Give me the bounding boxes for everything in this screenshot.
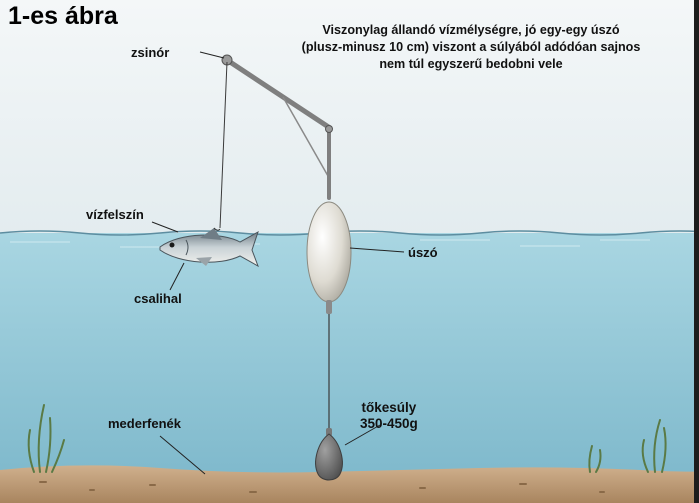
label-line: zsinór bbox=[131, 46, 169, 61]
description-line: nem túl egyszerű bedobni vele bbox=[248, 56, 694, 73]
label-sinker: tőkesúly 350-450g bbox=[360, 400, 418, 431]
label-sinker-weight: 350-450g bbox=[360, 416, 418, 432]
label-sinker-name: tőkesúly bbox=[360, 400, 418, 416]
label-bait-fish: csalihal bbox=[134, 292, 182, 307]
figure-title: 1-es ábra bbox=[8, 2, 118, 31]
figure-description: Viszonylag állandó vízmélységre, jó egy-… bbox=[248, 22, 694, 73]
float bbox=[307, 202, 351, 302]
label-riverbed: mederfenék bbox=[108, 417, 181, 432]
label-water-surface: vízfelszín bbox=[86, 208, 144, 223]
float-swivel bbox=[326, 300, 332, 314]
label-float: úszó bbox=[408, 246, 438, 261]
frame-border bbox=[694, 0, 699, 503]
description-line: Viszonylag állandó vízmélységre, jó egy-… bbox=[248, 22, 694, 39]
rod-elbow-joint bbox=[326, 126, 333, 133]
description-line: (plusz-minusz 10 cm) viszont a súlyából … bbox=[248, 39, 694, 56]
